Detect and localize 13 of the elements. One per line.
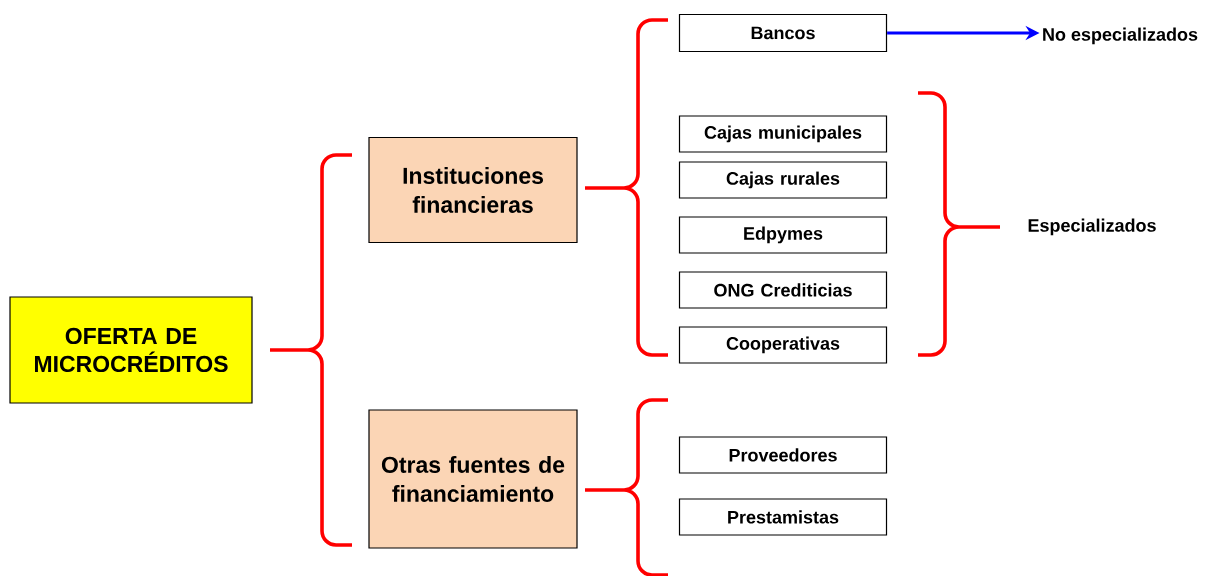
item-box: Prestamistas [678, 498, 888, 536]
topic-box: OFERTA DE MICROCRÉDITOS [9, 296, 253, 404]
item-box: Bancos [678, 13, 888, 53]
category-label: Especializados [1028, 218, 1156, 236]
item-box: Cajas municipales [678, 115, 888, 153]
category-box: Instituciones financieras [368, 136, 578, 244]
category-box: Otras fuentes de financiamiento [368, 409, 578, 549]
item-box: Cooperativas [678, 326, 888, 364]
item-box: Cajas rurales [678, 161, 888, 199]
item-box: Edpymes [678, 216, 888, 254]
item-box: Proveedores [678, 436, 888, 474]
category-label: No especializados [1043, 27, 1198, 45]
item-box: ONG Crediticias [678, 271, 888, 309]
